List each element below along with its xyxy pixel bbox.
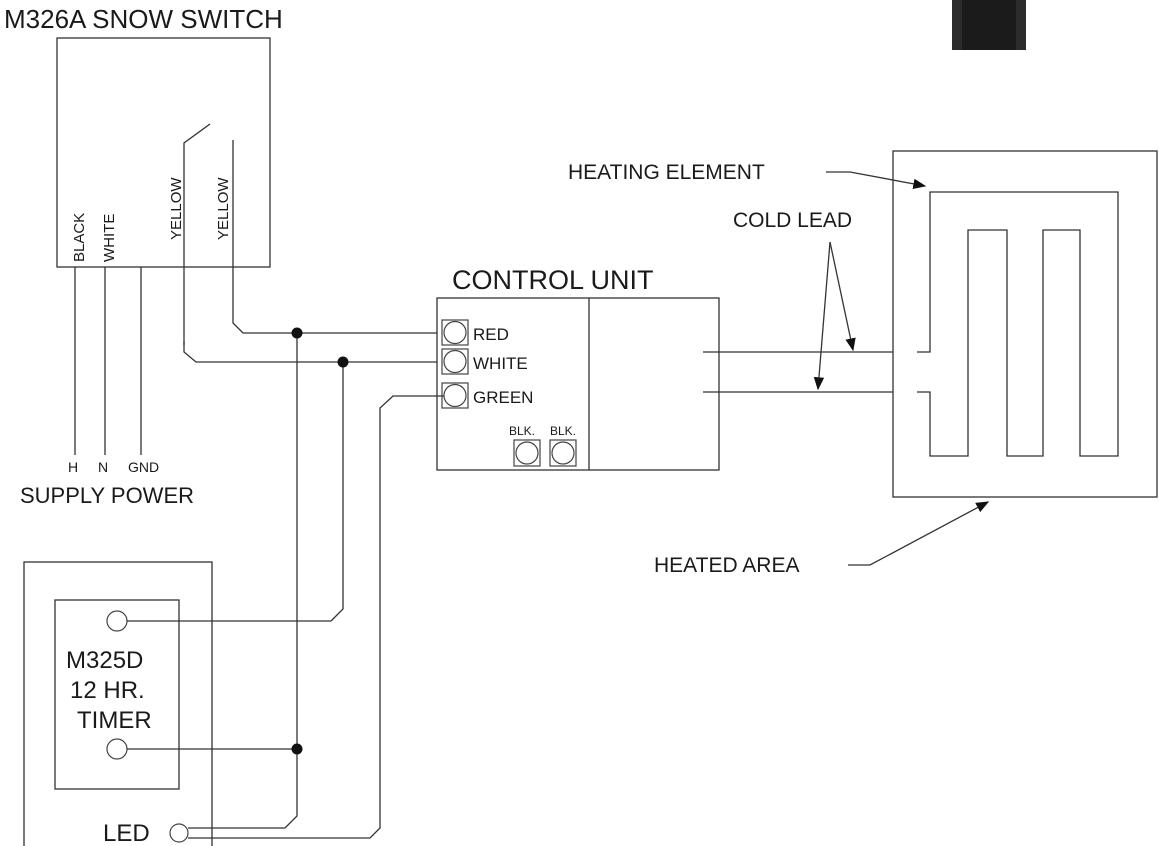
junction-red xyxy=(291,327,303,339)
blk-label-1: BLK. xyxy=(509,424,535,438)
junction-white xyxy=(337,356,349,368)
led-indicator xyxy=(169,823,189,843)
supply-power-title: SUPPLY POWER xyxy=(20,483,194,508)
terminal-red-label: RED xyxy=(473,325,509,344)
led-label: LED xyxy=(103,820,150,846)
heating-element xyxy=(917,191,1119,457)
snow-switch-box xyxy=(56,37,271,268)
timer-hours: 12 HR. xyxy=(70,677,145,704)
timer-label: TIMER xyxy=(77,707,152,734)
terminal-white-label: WHITE xyxy=(473,354,528,373)
control-unit-box xyxy=(436,297,720,471)
snow-switch-title: M326A SNOW SWITCH xyxy=(4,4,283,34)
junction-timer xyxy=(291,743,303,755)
control-unit-title: CONTROL UNIT xyxy=(452,265,654,295)
timer-terminal-top xyxy=(106,610,128,632)
heating-element-label: HEATING ELEMENT xyxy=(568,161,765,184)
terminal-h: H xyxy=(68,459,78,475)
cold-lead-label: COLD LEAD xyxy=(733,209,852,232)
timer-terminal-bottom xyxy=(106,738,128,760)
heated-area-label: HEATED AREA xyxy=(654,554,799,577)
terminal-gnd: GND xyxy=(128,459,159,475)
timer-model: M325D xyxy=(66,647,143,674)
black-pipe-image xyxy=(952,0,1026,50)
wire-label-white: WHITE xyxy=(101,214,118,262)
terminal-n: N xyxy=(98,459,108,475)
wire-label-yellow-2: YELLOW xyxy=(215,177,232,240)
terminal-green-label: GREEN xyxy=(473,388,533,407)
wire-label-yellow-1: YELLOW xyxy=(168,177,185,240)
blk-label-2: BLK. xyxy=(550,424,576,438)
heated-area-box xyxy=(892,150,1158,498)
wire-label-black: BLACK xyxy=(71,213,88,262)
